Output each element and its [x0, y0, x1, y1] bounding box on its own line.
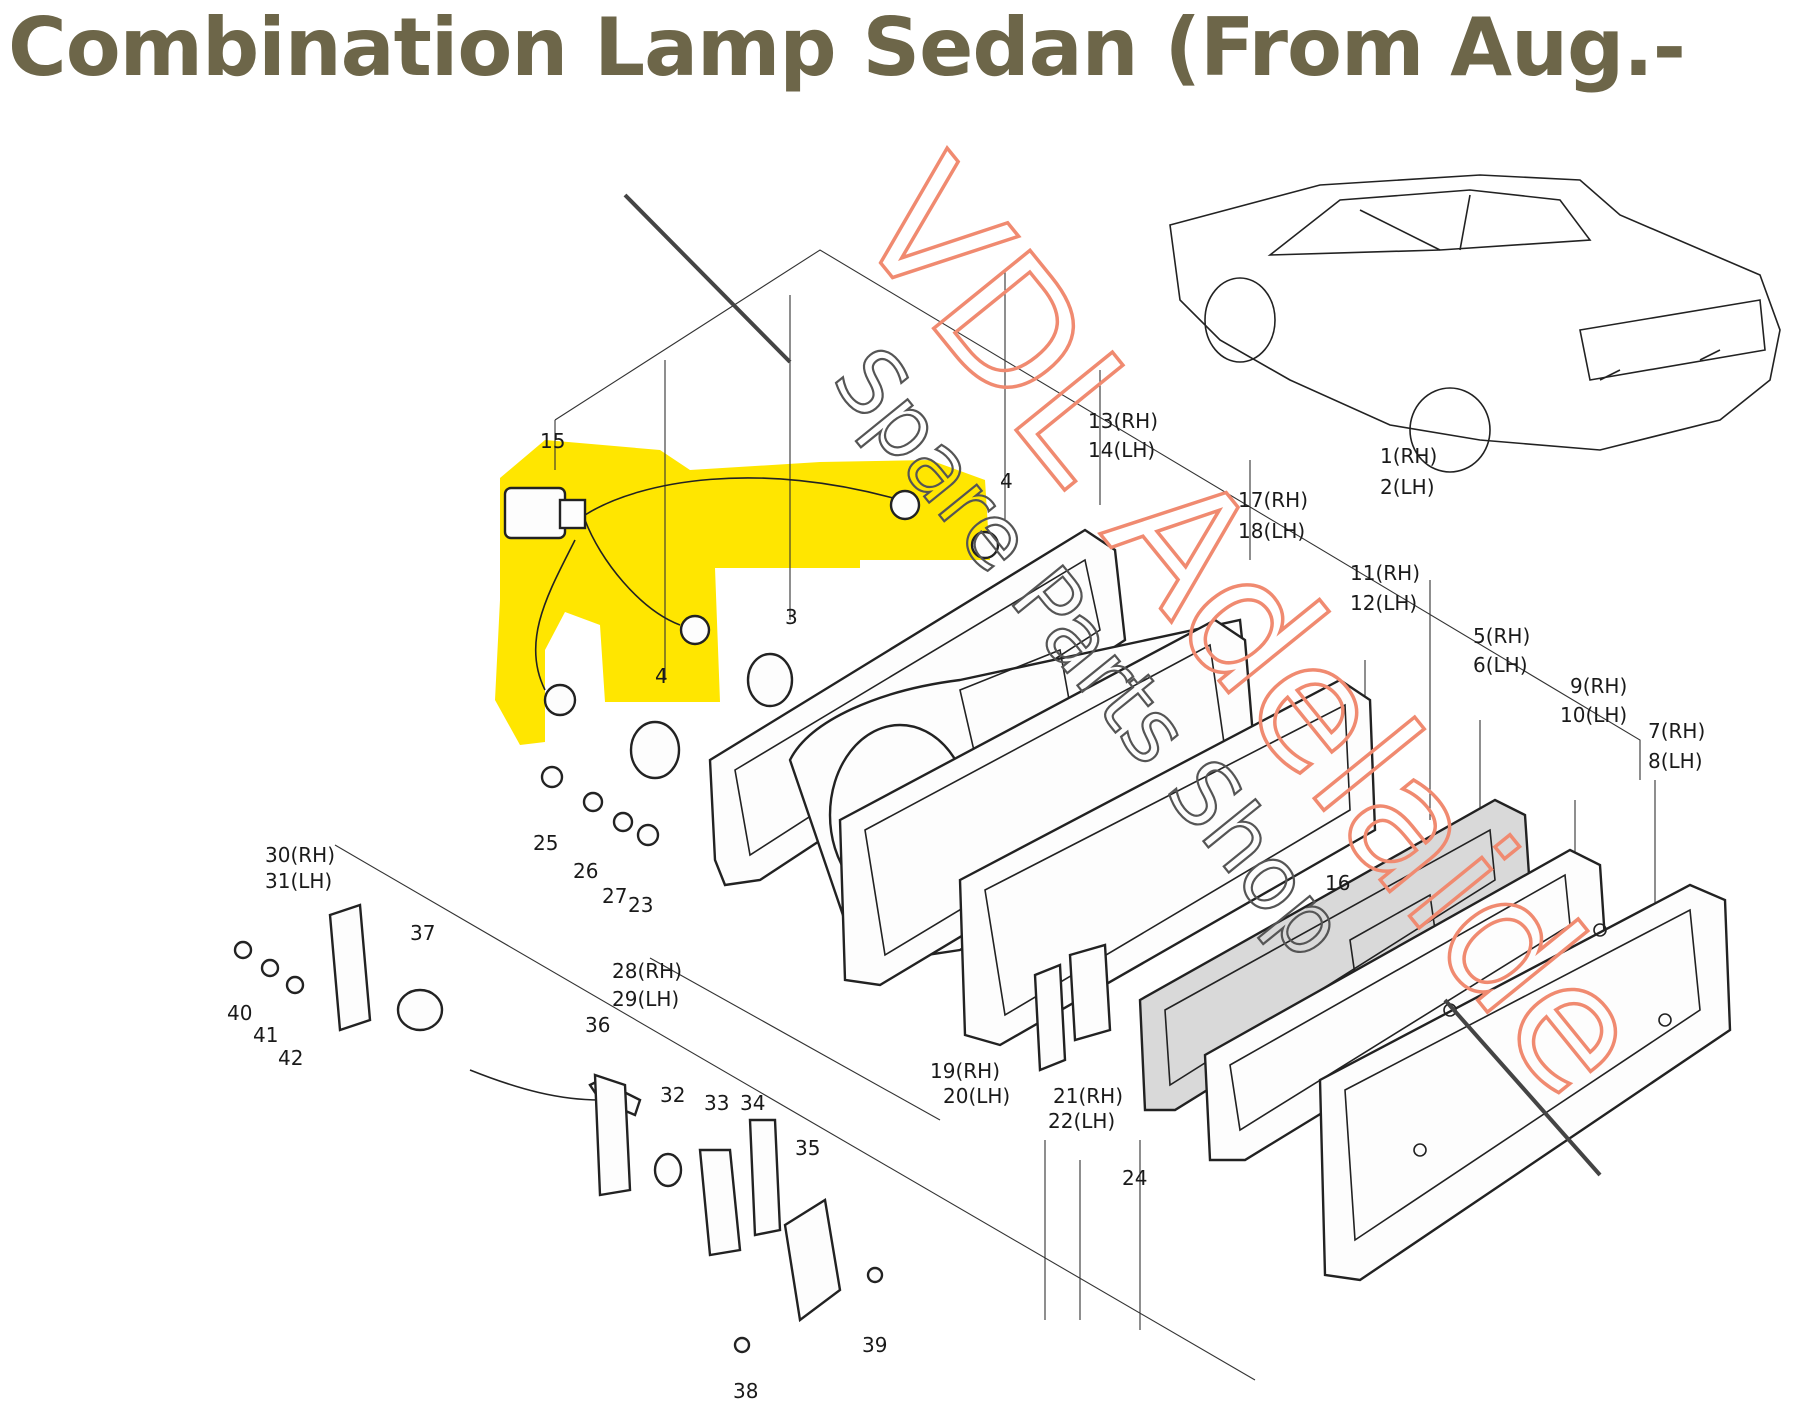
- callout-13-rh: 13(RH): [1088, 409, 1158, 433]
- callout-8-lh: 8(LH): [1648, 749, 1703, 773]
- callout-39: 39: [862, 1333, 887, 1357]
- part-11-12-gasket: [958, 678, 1377, 1047]
- page-title: Combination Lamp Sedan (From Aug.-: [8, 1, 1686, 94]
- assembly-guide-lines: [334, 249, 1656, 1381]
- callout-15: 15: [540, 429, 565, 453]
- part-19-22-brackets: [1033, 943, 1112, 1072]
- callout-11-rh: 11(RH): [1350, 561, 1420, 585]
- fasteners-23-27: [540, 765, 660, 847]
- callout-5-rh: 5(RH): [1473, 624, 1530, 648]
- callout-37: 37: [410, 921, 435, 945]
- callout-28-rh: 28(RH): [612, 959, 682, 983]
- license-lamp-group: [469, 1069, 884, 1354]
- callout-18-lh: 18(LH): [1238, 519, 1305, 543]
- callout-30-rh: 30(RH): [265, 843, 335, 867]
- callout-12-lh: 12(LH): [1350, 591, 1417, 615]
- callout-2-lh: 2(LH): [1380, 475, 1435, 499]
- callout-38: 38: [733, 1379, 758, 1403]
- callout-labels: 1(RH) 2(LH) 3 4 4 5(RH) 6(LH) 7(RH) 8(LH…: [227, 409, 1705, 1403]
- callout-4-lower: 4: [655, 664, 668, 688]
- callout-24: 24: [1122, 1166, 1147, 1190]
- callout-31-lh: 31(LH): [265, 869, 332, 893]
- callout-6-lh: 6(LH): [1473, 653, 1528, 677]
- callout-41: 41: [253, 1023, 278, 1047]
- callout-7-rh: 7(RH): [1648, 719, 1705, 743]
- callout-23: 23: [628, 893, 653, 917]
- callout-27: 27: [602, 884, 627, 908]
- watermark-stroke-right: [1443, 998, 1602, 1177]
- callout-14-lh: 14(LH): [1088, 438, 1155, 462]
- callout-25: 25: [533, 831, 558, 855]
- callout-26: 26: [573, 859, 598, 883]
- callout-34: 34: [740, 1091, 765, 1115]
- callout-21-rh: 21(RH): [1053, 1084, 1123, 1108]
- callout-29-lh: 29(LH): [612, 987, 679, 1011]
- callout-40: 40: [227, 1001, 252, 1025]
- callout-4-upper: 4: [1000, 469, 1013, 493]
- callout-35: 35: [795, 1136, 820, 1160]
- callout-17-rh: 17(RH): [1238, 488, 1308, 512]
- callout-36: 36: [585, 1013, 610, 1037]
- watermark-stroke-left: [623, 193, 792, 364]
- callout-10-lh: 10(LH): [1560, 703, 1627, 727]
- callout-22-lh: 22(LH): [1048, 1109, 1115, 1133]
- bulbs: [629, 652, 794, 780]
- harness-highlight: [495, 440, 990, 745]
- callout-32: 32: [660, 1083, 685, 1107]
- part-15-harness: [503, 477, 1000, 717]
- callout-42: 42: [278, 1046, 303, 1070]
- car-silhouette: [1169, 174, 1781, 473]
- callout-19-rh: 19(RH): [930, 1059, 1000, 1083]
- callout-3: 3: [785, 605, 798, 629]
- side-lamp-group: [233, 903, 444, 1032]
- callout-20-lh: 20(LH): [943, 1084, 1010, 1108]
- callout-16: 16: [1325, 871, 1350, 895]
- callout-1-rh: 1(RH): [1380, 444, 1437, 468]
- callout-9-rh: 9(RH): [1570, 674, 1627, 698]
- callout-33: 33: [704, 1091, 729, 1115]
